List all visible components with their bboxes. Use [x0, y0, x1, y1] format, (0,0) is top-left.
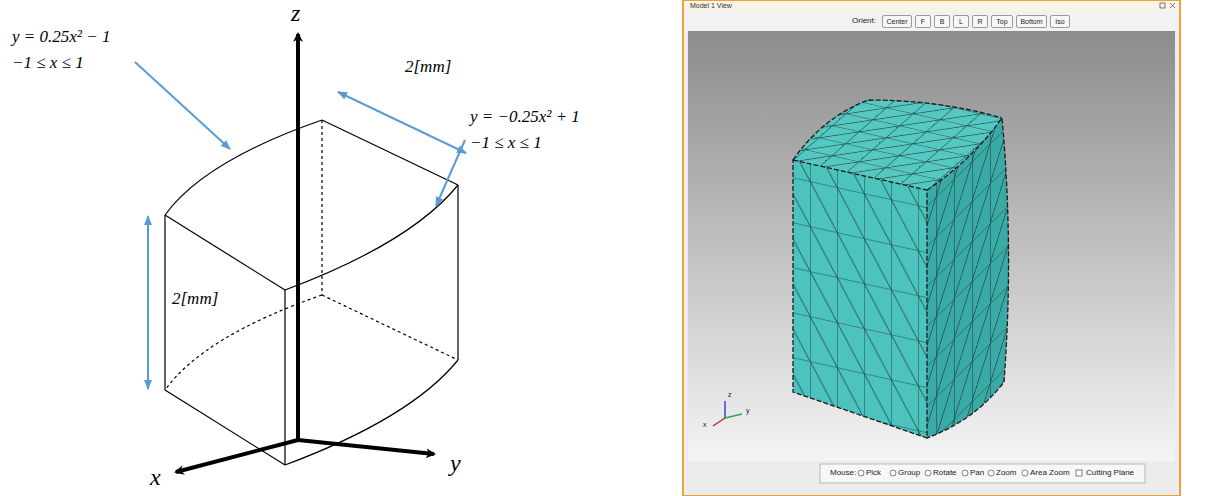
axis-label: y [450, 450, 461, 476]
toolbar-button: F [915, 15, 931, 28]
button-text: L [959, 18, 963, 25]
window-title: Model 1 View [690, 2, 732, 10]
dimension-label: 2[mm] [405, 58, 451, 77]
software-window [683, 0, 1180, 496]
button-text: Center [886, 18, 907, 25]
button-text: R [977, 18, 982, 25]
toolbar-button: B [934, 15, 950, 28]
radio-label: Pan [970, 469, 984, 478]
domain-range: −1 ≤ x ≤ 1 [470, 134, 542, 153]
toolbar-button: Bottom [1016, 15, 1047, 28]
toolbar-button: R [972, 15, 988, 28]
radio-label: Area Zoom [1030, 469, 1070, 478]
checkbox-label: Cutting Plane [1086, 469, 1134, 478]
toolbar-button: L [953, 15, 969, 28]
triad-label: y [746, 407, 750, 415]
block-outline [165, 120, 458, 465]
radio-label: Rotate [933, 469, 957, 478]
curve-equation: y = 0.25x² − 1 [12, 28, 110, 47]
radio-label: Pick [866, 469, 881, 478]
axis-label: x [150, 464, 161, 490]
button-text: F [921, 18, 925, 25]
radio-label: Group [898, 469, 920, 478]
axis-triad [713, 401, 742, 426]
toolbar-button: Center [882, 15, 912, 28]
toolbar-label: Mouse: [830, 469, 856, 478]
triad-label: x [703, 421, 707, 429]
leader-arrows [135, 62, 466, 389]
toolbar-label: Orient: [852, 17, 876, 26]
toolbar-button: Iso [1050, 15, 1070, 28]
button-text: B [940, 18, 945, 25]
button-text: Top [996, 18, 1007, 25]
radio-label: Zoom [996, 469, 1016, 478]
meshed-block [793, 100, 1009, 438]
curve-equation: y = −0.25x² + 1 [470, 108, 580, 127]
button-text: Iso [1055, 18, 1064, 25]
toolbar-button: Top [991, 15, 1013, 28]
coordinate-axes [176, 34, 434, 472]
triad-label: z [728, 391, 732, 399]
button-text: Bottom [1020, 18, 1042, 25]
dimension-label: 2[mm] [172, 290, 218, 309]
domain-range: −1 ≤ x ≤ 1 [12, 54, 84, 73]
axis-label: z [291, 0, 300, 26]
